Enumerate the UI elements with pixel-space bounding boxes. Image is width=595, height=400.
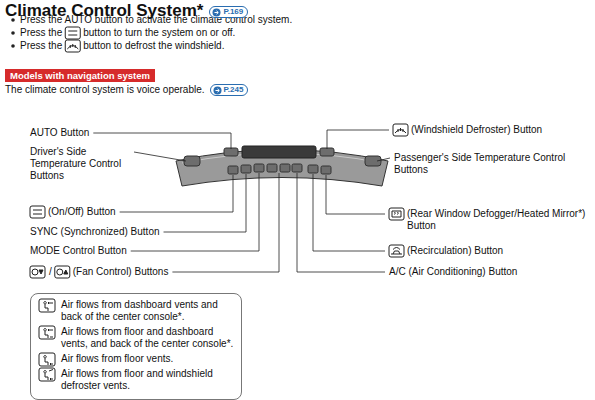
legend-entry: Air flows from floor vents. [37,353,235,365]
defrost-button [320,148,334,156]
rear-defog-button [321,166,331,174]
ac-button [292,164,302,172]
callout-label: MODE Control Button [30,245,127,257]
callout-label: AUTO Button [30,127,89,139]
reference-arrow [212,8,221,17]
mode-button [254,164,264,172]
leader-line [93,133,231,149]
legend-text: Air flows from floor and windshield defr… [61,368,213,391]
leader-line [327,130,389,149]
leader-line [172,173,279,272]
separator: / [49,266,52,278]
node-text: P.245 [224,85,244,95]
onoff-icon [30,206,45,218]
mode2-icon [39,326,55,339]
legend-text: Air flows from floor and dashboard vents… [61,326,233,349]
callout-label: (Recirculation) Button [407,245,503,257]
leader-line [313,174,385,251]
onoff-icon [65,27,80,39]
control-panel [176,146,388,186]
instruction: button to turn the system on or off. [83,27,235,39]
instruction: Press the [20,40,62,52]
driver-temp-button [184,156,200,166]
leader-line [134,152,186,161]
node-text: P.169 [223,7,243,17]
mode3-icon [39,353,55,366]
page-reference: P.169 [209,6,248,18]
fan-up-button [280,164,290,172]
callout-label: Driver's Side Temperature Control Button… [30,146,130,182]
leader-line [164,174,246,232]
legend-entry: Air flows from dashboard vents and back … [37,299,235,323]
onoff-button [228,166,238,174]
model-band: Models with navigation system [5,69,155,82]
callout-label: SYNC (Synchronized) Button [30,226,160,238]
callout-label: (Fan Control) Buttons [73,266,169,278]
fandown-icon [30,266,45,278]
rear-icon [389,208,404,220]
mode4-icon [39,368,55,381]
callout-label: A/C (Air Conditioning) Button [389,266,517,278]
auto-button [224,148,238,156]
leader-line [297,173,385,272]
bullet [11,31,15,35]
mode-legend: Air flows from dashboard vents and back … [30,293,242,400]
display [242,146,316,158]
note: The climate control system is voice oper… [5,84,205,96]
fan-down-button [267,164,277,172]
recirc-button [308,165,318,173]
defrost-icon [393,124,408,136]
leader-lines [93,130,390,272]
legend-text: Air flows from floor vents. [61,353,173,364]
instruction: Press the [20,27,62,39]
sync-button [241,165,251,173]
callout-label: (Windshield Defroster) Button [411,124,542,136]
mode1-icon [39,299,55,312]
instruction: button to defrost the windshield. [83,40,224,52]
instruction: Press the AUTO button to activate the cl… [20,14,292,26]
node-text: Models with navigation system [10,70,150,81]
callout-label: (On/Off) Button [48,206,116,218]
defrost-icon [65,40,80,52]
recirc-icon [389,245,404,257]
leader-line [377,158,390,161]
page-reference: P.245 [210,84,249,96]
leader-line [120,175,233,212]
legend-text: Air flows from dashboard vents and back … [61,299,218,322]
callout-label: Passenger's Side Temperature Control But… [394,152,589,176]
bullet [11,44,15,48]
legend-entry: Air flows from floor and dashboard vents… [37,326,235,350]
fanup-icon [55,266,70,278]
leader-line [131,173,259,251]
reference-arrow [213,86,222,95]
callout-label: (Rear Window Defogger/Heated Mirror*) Bu… [407,208,589,232]
leader-line [326,175,385,214]
legend-entry: Air flows from floor and windshield defr… [37,368,235,392]
